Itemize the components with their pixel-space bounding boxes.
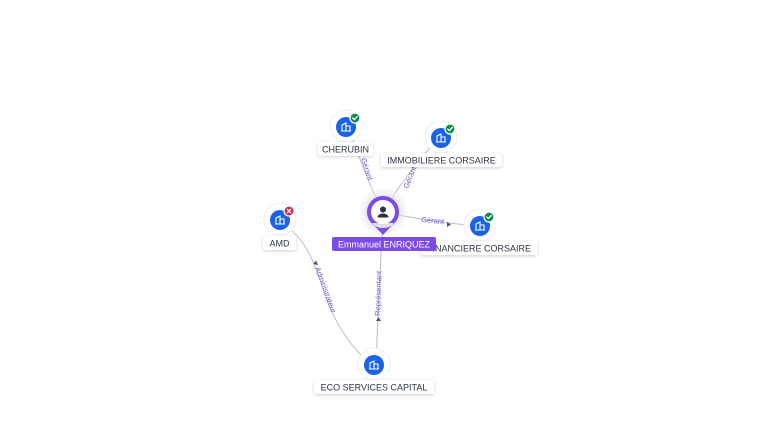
node-label: ECO SERVICES CAPITAL (321, 382, 428, 392)
edge-arrow-eco (376, 317, 381, 321)
node-label: AMD (270, 238, 291, 248)
company-node-amd[interactable]: AMD (263, 202, 297, 250)
company-node-financiere-corsaire[interactable]: FINANCIERE CORSAIRE (421, 208, 537, 255)
cross-icon (286, 208, 292, 214)
node-label-box (263, 236, 296, 250)
node-label: FINANCIERE CORSAIRE (427, 243, 531, 253)
edge-arrow-amd (313, 260, 318, 265)
building-icon (475, 221, 485, 231)
edge-label-immobiliere: Gérant (402, 164, 419, 189)
node-label-box (318, 142, 373, 156)
company-node-cherubin[interactable]: CHERUBIN (318, 109, 373, 156)
building-icon (369, 360, 379, 370)
company-node-immobiliere-corsaire[interactable]: IMMOBILIERE CORSAIRE (381, 120, 502, 167)
check-icon (447, 126, 453, 132)
person-label: Emmanuel ENRIQUEZ (338, 239, 431, 249)
company-node-eco-services-capital[interactable]: ECO SERVICES CAPITAL (314, 347, 434, 394)
edge-eco-amd (280, 221, 373, 367)
check-icon (352, 115, 358, 121)
building-icon (275, 215, 285, 225)
node-label-box (421, 241, 537, 255)
node-label-box (381, 153, 502, 167)
active-badge (349, 112, 361, 124)
person-icon (377, 206, 389, 218)
check-icon (486, 214, 492, 220)
node-label: CHERUBIN (322, 144, 369, 154)
edge-label-financiere: Gérant (421, 215, 446, 226)
edge-label-eco: Représentant (373, 270, 384, 316)
edge-arrow-financiere (447, 222, 451, 227)
edge-label-cherubin: Gérant (359, 157, 375, 182)
node-label: IMMOBILIERE CORSAIRE (387, 155, 496, 165)
person-label-box (332, 237, 436, 251)
active-badge (483, 211, 495, 223)
building-icon (341, 122, 351, 132)
active-badge (444, 123, 456, 135)
node-label-box (314, 380, 434, 394)
building-icon (436, 133, 446, 143)
edge-label-amd: Administrateur (313, 266, 338, 315)
person-node[interactable]: Emmanuel ENRIQUEZ (332, 188, 436, 251)
